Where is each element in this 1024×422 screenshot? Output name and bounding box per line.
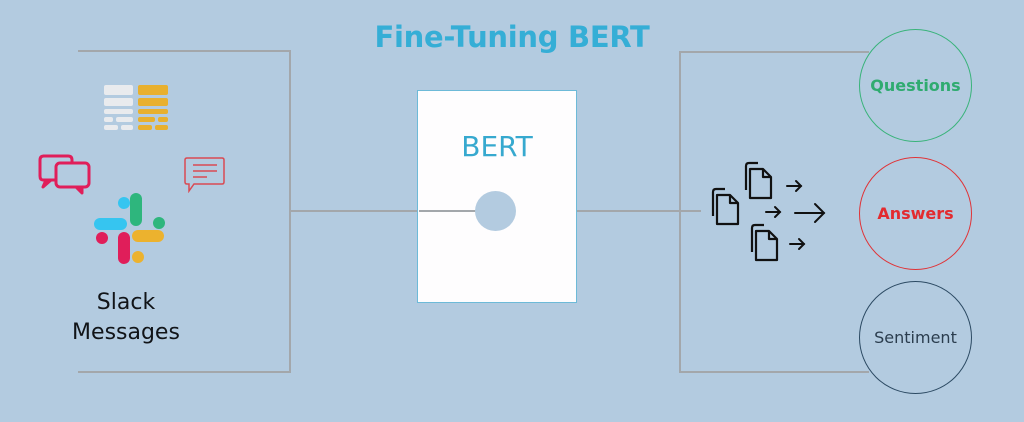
output-bracket-side	[679, 51, 681, 373]
output-questions: Questions	[859, 29, 972, 142]
table-document-icon	[104, 85, 168, 130]
connector-bert-to-output	[577, 210, 701, 212]
diagram-title: Fine-Tuning BERT	[374, 20, 650, 54]
input-bracket-top	[78, 50, 291, 52]
input-label-line1: Slack	[96, 290, 156, 315]
input-source-label: Slack Messages	[40, 288, 212, 348]
bert-node-circle	[475, 191, 516, 231]
output-bracket-top	[679, 51, 869, 53]
output-sentiment-label: Sentiment	[874, 328, 957, 347]
output-bracket-bottom	[679, 371, 869, 373]
slack-logo-icon	[94, 193, 165, 264]
output-questions-label: Questions	[870, 76, 961, 95]
documents-icon	[711, 161, 826, 262]
connector-inside-bert	[419, 210, 499, 212]
arrow-right-icon	[765, 180, 826, 250]
chat-bubbles-icon	[38, 154, 91, 195]
input-bracket-side	[289, 50, 291, 373]
output-answers-label: Answers	[877, 204, 954, 223]
input-bracket-bottom	[78, 371, 291, 373]
output-answers: Answers	[859, 157, 972, 270]
output-sentiment: Sentiment	[859, 281, 972, 394]
bert-label: BERT	[461, 130, 533, 163]
input-label-line2: Messages	[72, 320, 180, 345]
connector-input-to-bert	[291, 210, 491, 212]
message-bubble-icon	[184, 157, 225, 193]
